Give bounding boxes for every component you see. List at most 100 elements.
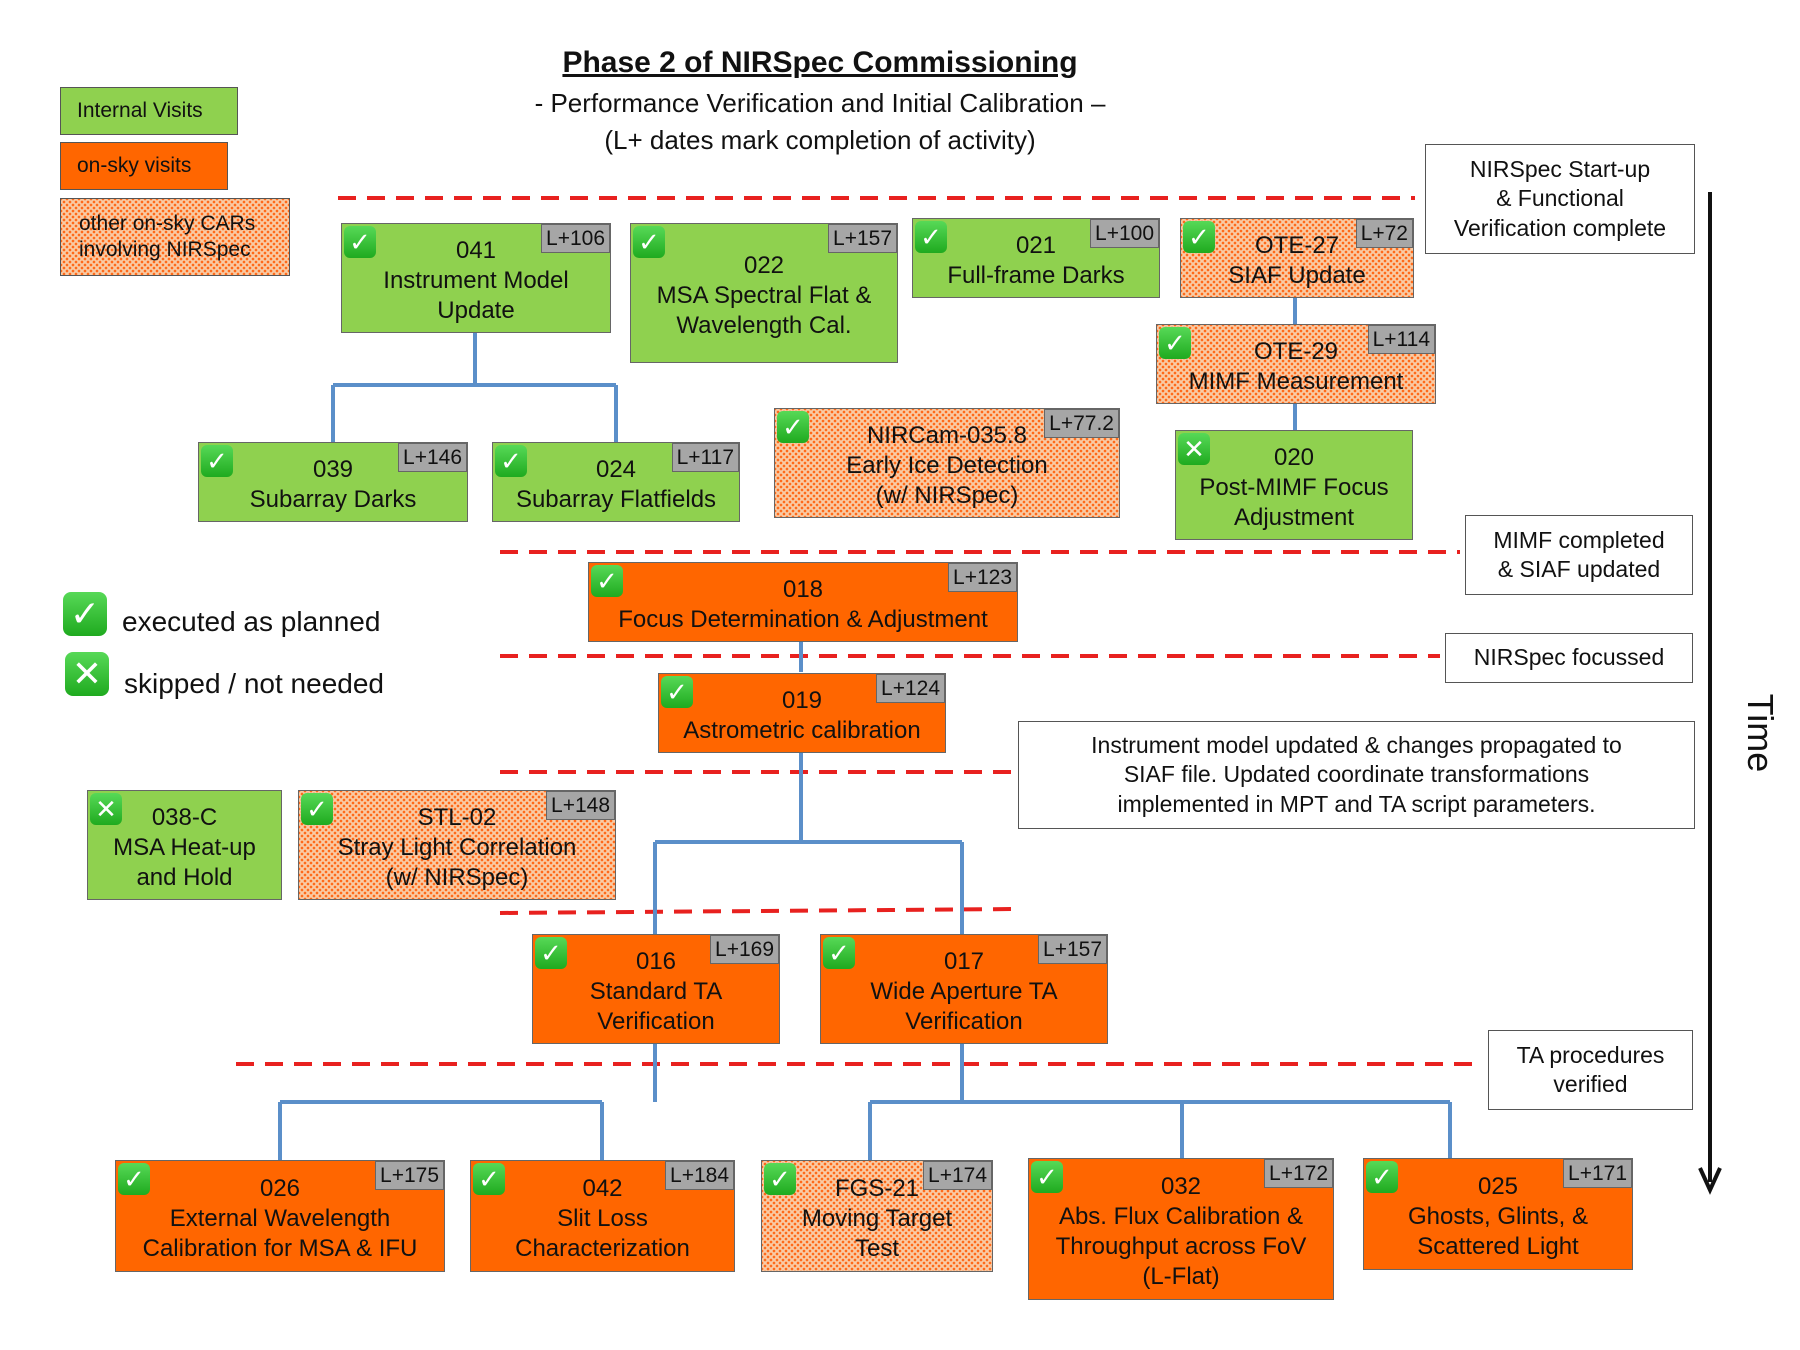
activity-id: 041 [455,236,497,264]
completion-date-badge: L+77.2 [1044,409,1119,439]
legend-skipped-label: skipped / not needed [124,668,384,699]
completion-date-badge: L+146 [398,443,467,473]
completion-date-badge: L+169 [710,935,779,965]
milestone-model-line2: SIAF file. Updated coordinate transforma… [1123,761,1590,788]
activity-017: ✓ L+157 017 Wide Aperture TA Verificatio… [820,934,1108,1044]
status-icon: ✓ [764,1163,796,1195]
diagram-title: Phase 2 of NIRSpec Commissioning [562,46,1078,79]
activity-id: OTE-27 [1254,231,1340,259]
green-check-icon: ✓ [63,592,107,636]
status-icon: ✓ [1031,1161,1063,1193]
activity-name: Moving Target [801,1204,953,1232]
completion-date-badge: L+157 [828,224,897,254]
milestone-model-line3: implemented in MPT and TA script paramet… [1117,790,1596,817]
completion-date-badge: L+106 [541,224,610,254]
milestone-model-line1: Instrument model updated & changes propa… [1091,731,1622,758]
activity-name-line2: Calibration for MSA & IFU [142,1235,418,1263]
milestone-startup-line3: Verification complete [1453,214,1667,241]
activity-016: ✓ L+169 016 Standard TA Verification [532,934,780,1044]
activity-stl-02: ✓ L+148 STL-02 Stray Light Correlation (… [298,790,616,900]
activity-name: Wide Aperture TA [870,977,1058,1005]
activity-name: MIMF Measurement [1188,368,1404,395]
activity-name-line2: Adjustment [1233,504,1355,532]
activity-name-line3: (L-Flat) [1142,1263,1220,1291]
activity-name-line2: Verification [905,1008,1023,1036]
milestone-ta-line1: TA procedures [1516,1041,1665,1068]
activity-name-line2: Characterization [515,1235,690,1263]
status-icon: ✓ [661,676,693,708]
activity-nircam-035-8: ✓ L+77.2 NIRCam-035.8 Early Ice Detectio… [774,408,1120,518]
activity-name: Early Ice Detection [846,451,1048,479]
activity-name-line2: Update [437,297,515,325]
milestone-startup: NIRSpec Start-up & Functional Verificati… [1425,144,1695,254]
activity-id: 042 [582,1174,623,1202]
status-icon: ✓ [1159,327,1191,359]
status-icon: ✓ [201,445,233,477]
completion-date-badge: L+171 [1563,1159,1632,1189]
milestone-mimf: MIMF completed & SIAF updated [1465,515,1693,595]
activity-039: ✓ L+146 039 Subarray Darks [198,442,468,522]
activity-id: 038-C [151,803,218,831]
milestone-startup-line2: & Functional [1496,185,1624,212]
activity-id: FGS-21 [834,1174,920,1202]
completion-date-badge: L+172 [1264,1159,1333,1189]
completion-date-badge: L+174 [923,1161,992,1191]
activity-name: Slit Loss [557,1204,648,1232]
status-icon: ✓ [591,565,623,597]
status-icon: ✓ [344,226,376,258]
activity-name: Stray Light Correlation [337,833,577,861]
activity-name: Astrometric calibration [683,717,921,744]
completion-date-badge: L+123 [948,563,1017,593]
status-icon: ✓ [473,1163,505,1195]
activity-id: 022 [743,251,785,279]
milestone-startup-line1: NIRSpec Start-up [1469,155,1651,182]
activity-name: Focus Determination & Adjustment [618,606,988,633]
phase-separator-lines [236,196,1478,1066]
activity-id: 026 [259,1174,301,1202]
completion-date-badge: L+72 [1355,219,1413,249]
activity-name: Post-MIMF Focus [1199,473,1389,501]
status-icon: ✓ [777,411,809,443]
status-icon: ✓ [495,445,527,477]
milestone-focussed: NIRSpec focussed [1445,633,1693,683]
phase-line-5 [499,907,1019,915]
activity-fgs-21: ✓ L+174 FGS-21 Moving Target Test [761,1160,993,1272]
activity-022: ✓ L+157 022 MSA Spectral Flat & Waveleng… [630,223,898,363]
activity-id: 021 [1015,231,1057,259]
activity-name: MSA Heat-up [113,833,256,861]
time-arrow [1698,192,1722,1195]
status-icon: ✓ [823,937,855,969]
activity-name: External Wavelength [169,1204,391,1232]
activity-name-line2: Verification [597,1008,715,1036]
activity-name: Subarray Darks [249,486,417,513]
legend-onsky-visits: on-sky visits [60,142,228,190]
activity-name-line2: and Hold [136,864,233,892]
activity-024: ✓ L+117 024 Subarray Flatfields [492,442,740,522]
status-icon: ✓ [301,793,333,825]
activity-name: Ghosts, Glints, & [1407,1202,1589,1230]
status-icon: ✓ [118,1163,150,1195]
status-icon: ✓ [915,221,947,253]
activity-026: ✓ L+175 026 External Wavelength Calibrat… [115,1160,445,1272]
activity-name: MSA Spectral Flat & [656,281,872,309]
activity-ote-27: ✓ L+72 OTE-27 SIAF Update [1180,218,1414,298]
activity-019: ✓ L+124 019 Astrometric calibration [658,673,946,753]
legend-internal-visits: Internal Visits [60,87,238,135]
completion-date-badge: L+184 [665,1161,734,1191]
legend-car-line1: other on-sky CARs [79,211,256,235]
completion-date-badge: L+175 [375,1161,444,1191]
connector-016-children [278,1042,657,1160]
activity-id: 024 [595,455,637,483]
activity-id: 020 [1273,443,1315,471]
activity-id: 019 [781,686,823,714]
status-icon: ✓ [1366,1161,1398,1193]
activity-041: ✓ L+106 041 Instrument Model Update [341,223,611,333]
milestone-ta-verified: TA procedures verified [1488,1030,1693,1110]
activity-032: ✓ L+172 032 Abs. Flux Calibration & Thro… [1028,1158,1334,1300]
time-axis-label: Time [1740,693,1781,773]
activity-018: ✓ L+123 018 Focus Determination & Adjust… [588,562,1018,642]
status-icon: ✓ [633,226,665,258]
status-icon: ✕ [1178,433,1210,465]
milestone-model-update: Instrument model updated & changes propa… [1018,721,1695,829]
